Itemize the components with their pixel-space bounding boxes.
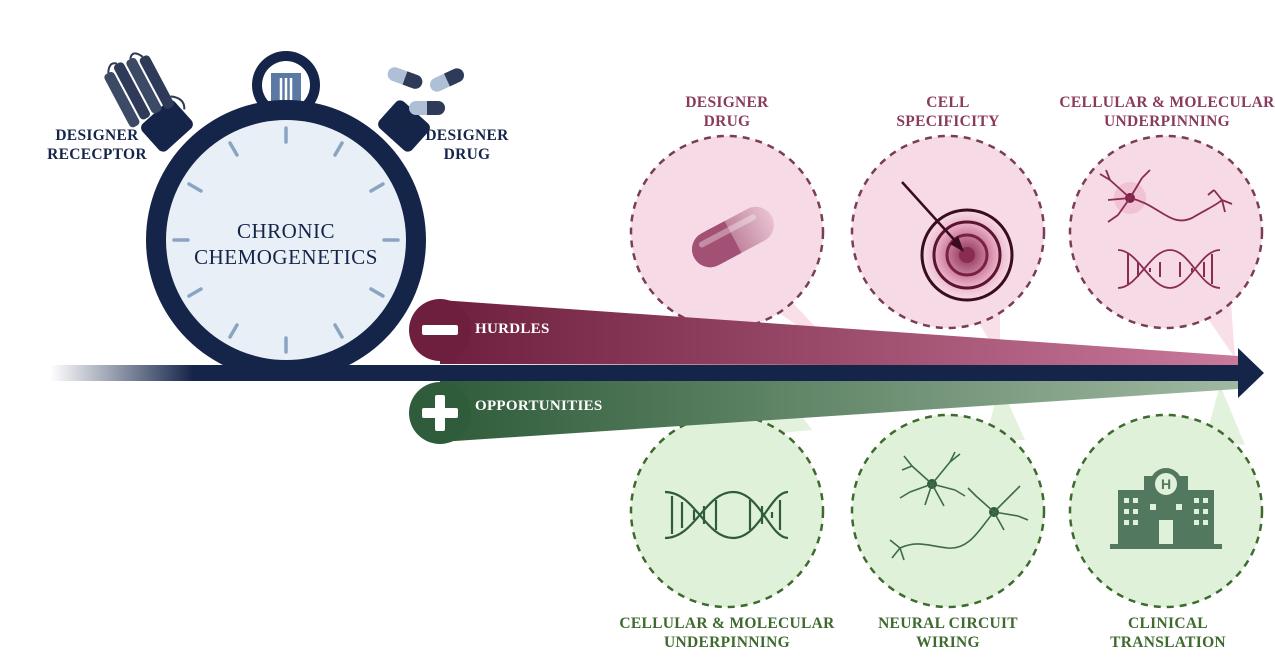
opportunity-label-clinical: CLINICAL TRANSLATION	[1110, 615, 1226, 651]
chronic-chemogenetics-title: CHRONIC CHEMOGENETICS	[194, 219, 378, 269]
capsule-icon	[692, 206, 774, 268]
plus-badge-icon	[409, 382, 471, 444]
designer-drug-top-label: DESIGNER DRUG	[425, 127, 509, 163]
svg-text:H: H	[1161, 476, 1171, 492]
hurdle-label-molecular: CELLULAR & MOLECULAR UNDERPINNING	[1059, 94, 1275, 130]
target-icon	[901, 181, 1017, 305]
minus-badge-icon	[409, 299, 471, 361]
pills-icon	[387, 67, 464, 115]
receptor-icon	[104, 52, 186, 128]
neuron-dna-icon	[1099, 169, 1233, 289]
hospital-icon: H	[1110, 468, 1222, 549]
timeline-arrow	[50, 348, 1264, 398]
hurdle-label-cell-specificity: CELL SPECIFICITY	[896, 94, 1000, 130]
hurdles-label: HURDLES	[475, 321, 550, 337]
opportunity-label-neural: NEURAL CIRCUIT WIRING	[878, 615, 1018, 651]
hurdle-circle-molecular	[1068, 134, 1264, 330]
opportunities-label: OPPORTUNITIES	[475, 398, 603, 414]
stopwatch-icon	[141, 51, 430, 380]
opportunities-wedge	[440, 381, 1238, 442]
hurdle-label-designer-drug: DESIGNER DRUG	[685, 94, 769, 130]
designer-receptor-label: DESIGNER RECECPTOR	[47, 127, 147, 163]
opportunity-circle-molecular	[629, 413, 825, 609]
opportunity-label-molecular: CELLULAR & MOLECULAR UNDERPINNING	[619, 615, 835, 651]
opportunity-circle-neural	[850, 413, 1046, 609]
dna-icon	[664, 490, 789, 540]
hurdles-wedge	[440, 300, 1238, 366]
neurons-icon	[889, 451, 1029, 561]
